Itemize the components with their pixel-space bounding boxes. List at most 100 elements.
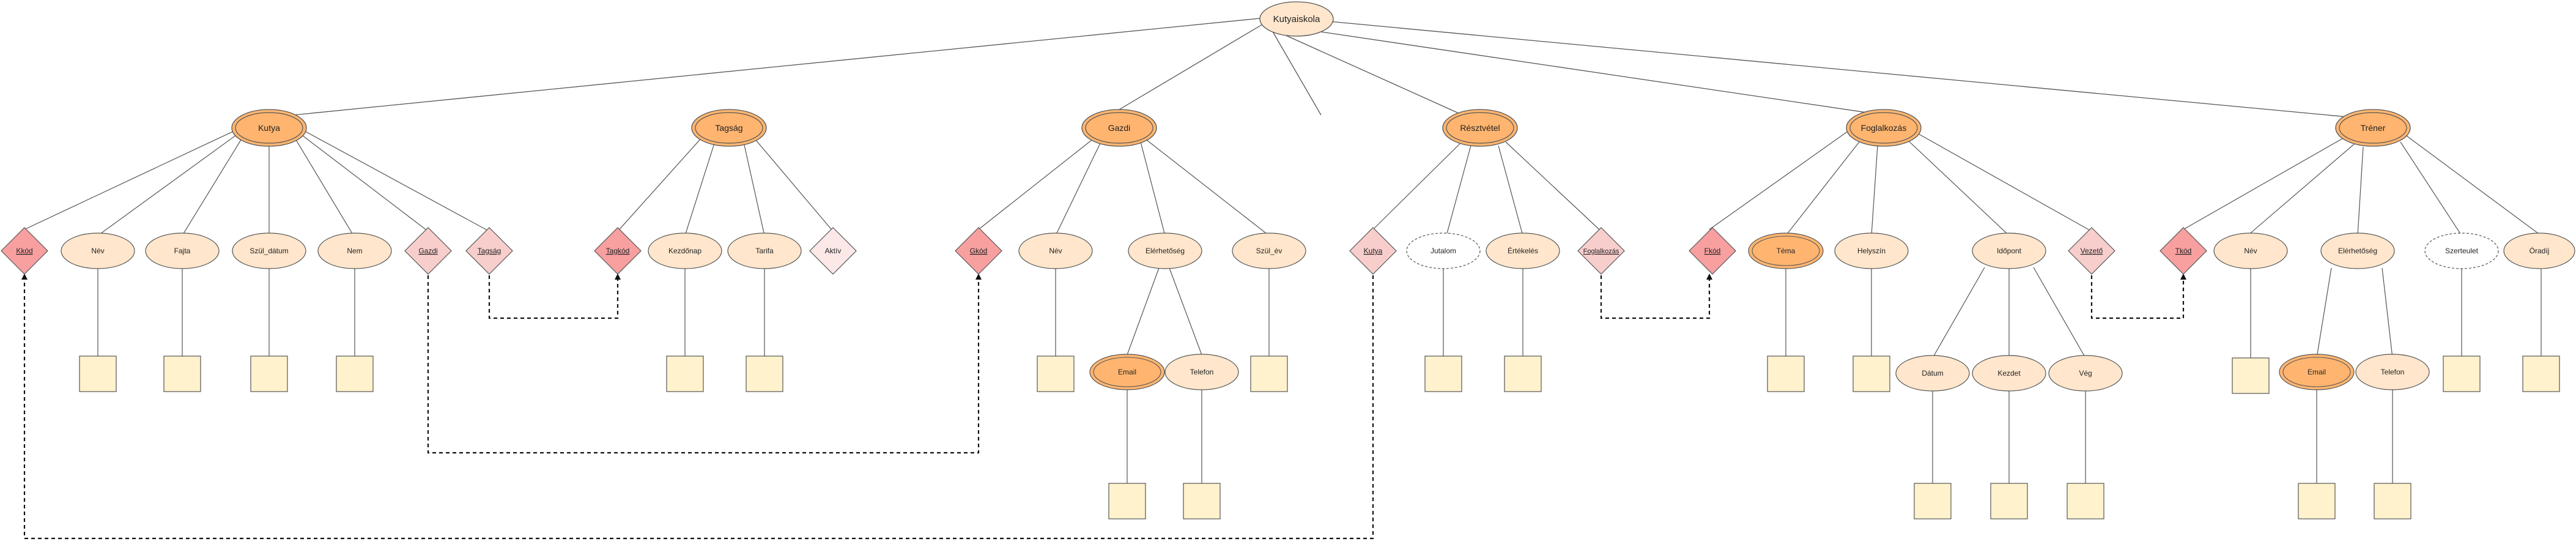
domain-box[interactable] xyxy=(1183,483,1221,519)
domain-box[interactable] xyxy=(1914,483,1952,519)
domain-box[interactable] xyxy=(1250,355,1288,392)
domain-box[interactable] xyxy=(163,355,201,392)
attr-trener-telefon[interactable]: Telefon xyxy=(2355,354,2430,390)
attr-label: Foglalkozás xyxy=(1583,248,1619,255)
attr-idopont-veg[interactable]: Vég xyxy=(2048,355,2123,392)
attr-label: Szül_év xyxy=(1256,247,1282,255)
attr-foglalkozas-fkod[interactable]: Fkód xyxy=(1689,227,1736,275)
entity-resztvetel[interactable]: Résztvétel xyxy=(1442,109,1518,147)
attr-label: Téma xyxy=(1777,247,1796,255)
attr-gazdi-email[interactable]: Email xyxy=(1089,354,1165,390)
entity-gazdi[interactable]: Gazdi xyxy=(1081,109,1157,147)
domain-box[interactable] xyxy=(250,355,288,392)
attr-kutya-tagsag[interactable]: Tagság xyxy=(465,227,513,275)
entity-trener[interactable]: Tréner xyxy=(2335,109,2411,147)
foglalkozas-fk-arrow xyxy=(1600,274,1712,319)
attr-foglalkozas-vezeto[interactable]: Vezető xyxy=(2068,227,2115,275)
attr-label: Elérhetőség xyxy=(1146,247,1185,255)
attr-foglalkozas-tema[interactable]: Téma xyxy=(1748,233,1824,269)
attr-label: Értékelés xyxy=(1508,246,1538,255)
domain-box[interactable] xyxy=(1852,355,1890,392)
attr-label: Vezető xyxy=(2081,247,2103,255)
attr-label: Tagság xyxy=(478,247,502,255)
attr-label: Név xyxy=(1049,247,1062,255)
attr-tagsag-tarifa[interactable]: Tarifa xyxy=(727,233,802,269)
attr-label: Elérhetőség xyxy=(2338,247,2377,255)
attr-trener-email[interactable]: Email xyxy=(2279,354,2355,390)
domain-box[interactable] xyxy=(1767,355,1805,392)
attr-tagsag-tagkod[interactable]: Tagkód xyxy=(594,227,642,275)
attr-label: Aktív xyxy=(825,247,842,255)
attr-idopont-datum[interactable]: Dátum xyxy=(1895,355,1970,392)
root-label: Kutyaiskola xyxy=(1273,14,1320,24)
attr-kutya-nem[interactable]: Nem xyxy=(317,233,392,269)
domain-box[interactable] xyxy=(1504,355,1542,392)
attr-gazdi-gkod[interactable]: Gkód xyxy=(955,227,1002,275)
attr-resztvetel-jutalom[interactable]: Jutalom xyxy=(1406,233,1481,269)
attr-label: Kezdőnap xyxy=(668,247,701,255)
attr-label: Telefon xyxy=(1190,368,1214,376)
attr-foglalkozas-helyszin[interactable]: Helyszín xyxy=(1834,233,1909,269)
attr-label: Jutalom xyxy=(1430,247,1456,255)
domain-box[interactable] xyxy=(1108,483,1146,519)
attr-label: Név xyxy=(2244,247,2257,255)
attr-resztvetel-foglalkozas[interactable]: Foglalkozás xyxy=(1577,227,1625,275)
entity-foglalkozas[interactable]: Foglalkozás xyxy=(1846,109,1922,147)
attr-resztvetel-ertekeles[interactable]: Értékelés xyxy=(1486,233,1560,269)
attr-gazdi-elerhetoseg[interactable]: Elérhetőség xyxy=(1128,233,1202,269)
entity-tagsag[interactable]: Tagság xyxy=(691,109,767,147)
domain-box[interactable] xyxy=(2443,355,2481,392)
kutya-fk-arrow xyxy=(21,274,1374,540)
attr-label: Tarifa xyxy=(755,247,774,255)
attr-trener-nev[interactable]: Név xyxy=(2213,233,2288,269)
attr-trener-tkod[interactable]: Tkód xyxy=(2160,227,2207,275)
domain-box[interactable] xyxy=(746,355,783,392)
attr-gazdi-szulev[interactable]: Szül_év xyxy=(1232,233,1306,269)
attr-label: Email xyxy=(2308,368,2326,376)
root-entity[interactable]: Kutyaiskola xyxy=(1259,1,1334,37)
domain-box[interactable] xyxy=(1037,355,1075,392)
domain-box[interactable] xyxy=(2374,483,2411,519)
domain-box[interactable] xyxy=(2067,483,2104,519)
attr-gazdi-telefon[interactable]: Telefon xyxy=(1164,354,1239,390)
attr-label: Időpont xyxy=(1997,247,2022,255)
entity-kutya[interactable]: Kutya xyxy=(231,109,307,147)
attr-label: Tkód xyxy=(2175,247,2192,255)
domain-box[interactable] xyxy=(336,355,374,392)
attr-foglalkozas-idopont[interactable]: Időpont xyxy=(1972,233,2046,269)
attr-resztvetel-kutya[interactable]: Kutya xyxy=(1349,227,1397,275)
attr-label: Kezdet xyxy=(1997,369,2021,378)
attr-trener-szerteulet[interactable]: Szerteulet xyxy=(2424,233,2499,269)
attr-label: Helyszín xyxy=(1857,247,1886,255)
attr-kutya-fajta[interactable]: Fajta xyxy=(145,233,220,269)
attr-label: Szül_dátum xyxy=(250,247,288,255)
attr-trener-oradij[interactable]: Óradíj xyxy=(2503,233,2575,269)
domain-box[interactable] xyxy=(666,355,704,392)
domain-box[interactable] xyxy=(2522,355,2560,392)
attr-trener-elerhetoseg[interactable]: Elérhetőség xyxy=(2320,233,2395,269)
domain-box[interactable] xyxy=(2232,357,2270,394)
domain-box[interactable] xyxy=(1424,355,1462,392)
entity-label: Gazdi xyxy=(1108,123,1131,133)
entity-label: Foglalkozás xyxy=(1861,123,1907,133)
tagsag-fk-arrow xyxy=(488,274,621,319)
domain-box[interactable] xyxy=(1990,483,2028,519)
domain-boxes xyxy=(79,355,2560,519)
attr-kutya-kkod[interactable]: Kkód xyxy=(1,227,48,275)
attr-gazdi-nev[interactable]: Név xyxy=(1018,233,1093,269)
attr-kutya-nev[interactable]: Név xyxy=(61,233,135,269)
attr-label: Kkód xyxy=(16,247,32,255)
gazdi-fk-arrow xyxy=(427,274,982,454)
domain-box[interactable] xyxy=(79,355,117,392)
attr-label: Email xyxy=(1118,368,1136,376)
attr-idopont-kezdet[interactable]: Kezdet xyxy=(1972,355,2046,392)
attr-tagsag-kezdonap[interactable]: Kezdőnap xyxy=(648,233,722,269)
domain-box[interactable] xyxy=(2298,483,2336,519)
attr-tagsag-aktiv[interactable]: Aktív xyxy=(809,227,857,275)
attr-kutya-szuldatum[interactable]: Szül_dátum xyxy=(232,233,306,269)
attr-kutya-gazdi[interactable]: Gazdi xyxy=(404,227,452,275)
attr-label: Fkód xyxy=(1704,247,1721,255)
entity-label: Kutya xyxy=(258,123,280,133)
